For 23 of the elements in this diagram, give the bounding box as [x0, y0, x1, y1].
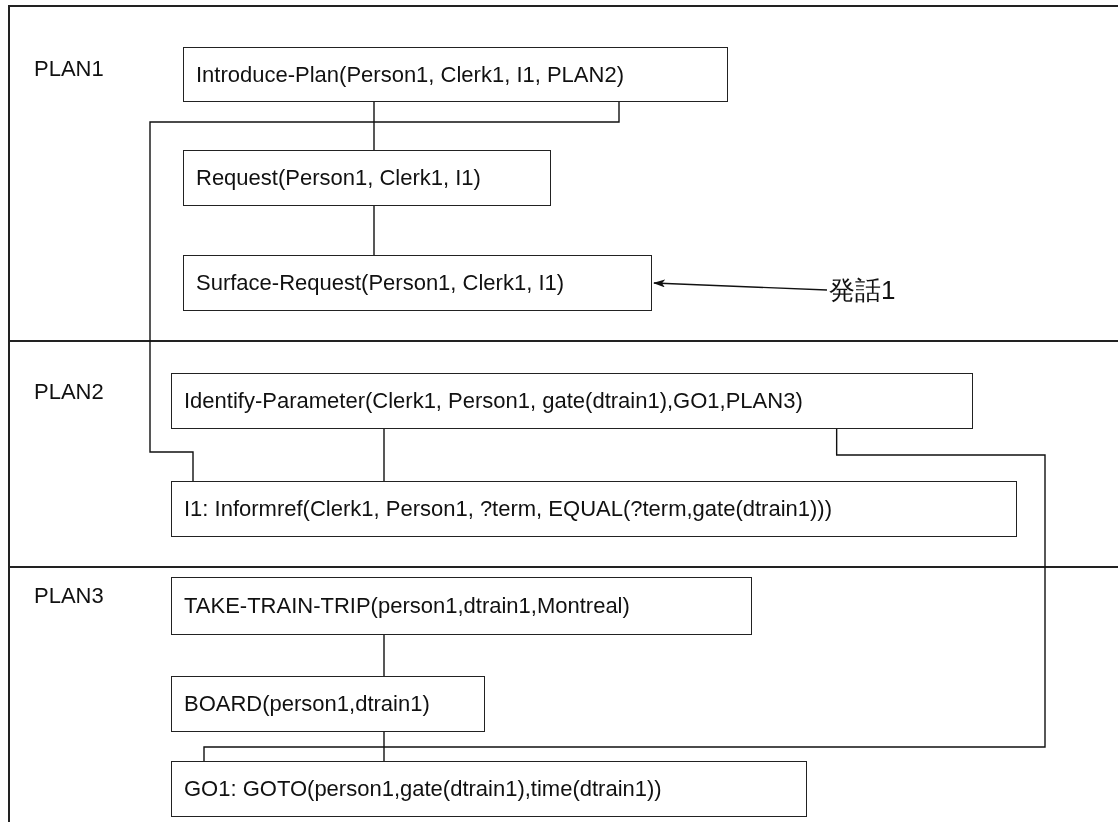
plan-step-box: Introduce-Plan(Person1, Clerk1, I1, PLAN2) [183, 47, 728, 102]
plan-step-box: TAKE-TRAIN-TRIP(person1,dtrain1,Montreal) [171, 577, 752, 635]
section-label: PLAN1 [34, 56, 104, 82]
connector-line [373, 205, 375, 256]
section-label: PLAN2 [34, 379, 104, 405]
plan-step-box: Surface-Request(Person1, Clerk1, I1) [183, 255, 652, 311]
plan-step-box: Request(Person1, Clerk1, I1) [183, 150, 551, 206]
arrow [653, 279, 828, 291]
connector-line [373, 101, 375, 151]
plan-step-box: Identify-Parameter(Clerk1, Person1, gate(dtrain1),GO1,PLAN3) [171, 373, 973, 429]
connector-line [383, 428, 385, 482]
plan-section [8, 566, 1118, 822]
plan-section [8, 340, 1118, 566]
plan-step-box: BOARD(person1,dtrain1) [171, 676, 485, 732]
connector-line [149, 101, 620, 482]
connector-line [203, 428, 1046, 762]
section-label: PLAN3 [34, 583, 104, 609]
connector-line [383, 731, 385, 762]
plan-section [8, 5, 1118, 340]
utterance-label: 発話1 [829, 274, 896, 306]
plan-step-box: I1: Informref(Clerk1, Person1, ?term, EQUAL(?term,gate(dtrain1))) [171, 481, 1017, 537]
connector-line [383, 634, 385, 677]
plan-step-box: GO1: GOTO(person1,gate(dtrain1),time(dtrain1)) [171, 761, 807, 817]
